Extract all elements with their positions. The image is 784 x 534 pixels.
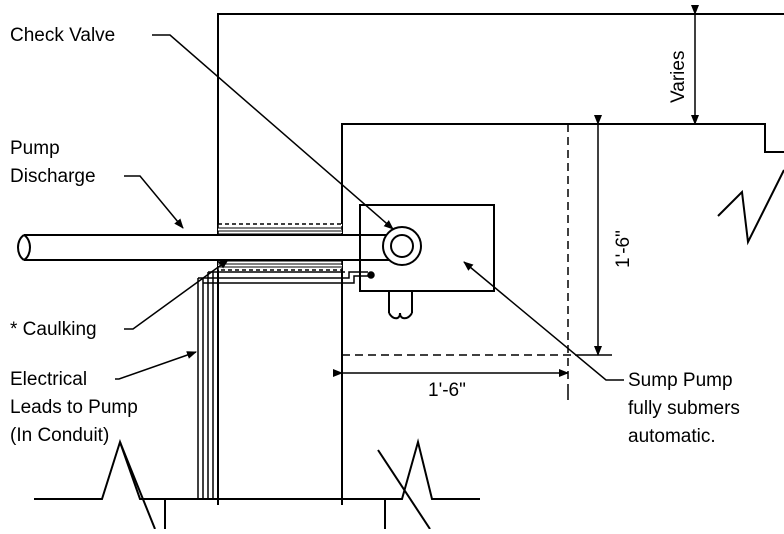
dimension-lines	[333, 5, 699, 400]
annotation-labels: Check Valve Pump Discharge * Caulking El…	[10, 25, 740, 447]
discharge-pipe	[17, 234, 405, 261]
vertical-dimension-label: 1'-6"	[613, 230, 634, 268]
pump-discharge-label-line2: Discharge	[10, 166, 96, 187]
sump-pump-label-line1: Sump Pump	[628, 370, 733, 391]
electrical-conduit	[197, 271, 375, 499]
dimension-labels: Varies 1'-6" 1'-6"	[428, 51, 689, 401]
check-valve-label: Check Valve	[10, 25, 115, 46]
electrical-label-line3: (In Conduit)	[10, 425, 109, 446]
caulking-label: * Caulking	[10, 319, 97, 340]
varies-dimension-label: Varies	[668, 51, 689, 103]
sump-pump-label-line3: automatic.	[628, 426, 716, 447]
leader-lines	[115, 34, 624, 381]
sump-pump-label-line2: fully submers	[628, 398, 740, 419]
electrical-label-line1: Electrical	[10, 369, 87, 390]
pump-discharge-label-line1: Pump	[10, 138, 60, 159]
electrical-label-line2: Leads to Pump	[10, 397, 138, 418]
horizontal-dimension-label: 1'-6"	[428, 380, 466, 401]
break-lines	[34, 169, 784, 530]
sump-pump	[359, 204, 495, 320]
